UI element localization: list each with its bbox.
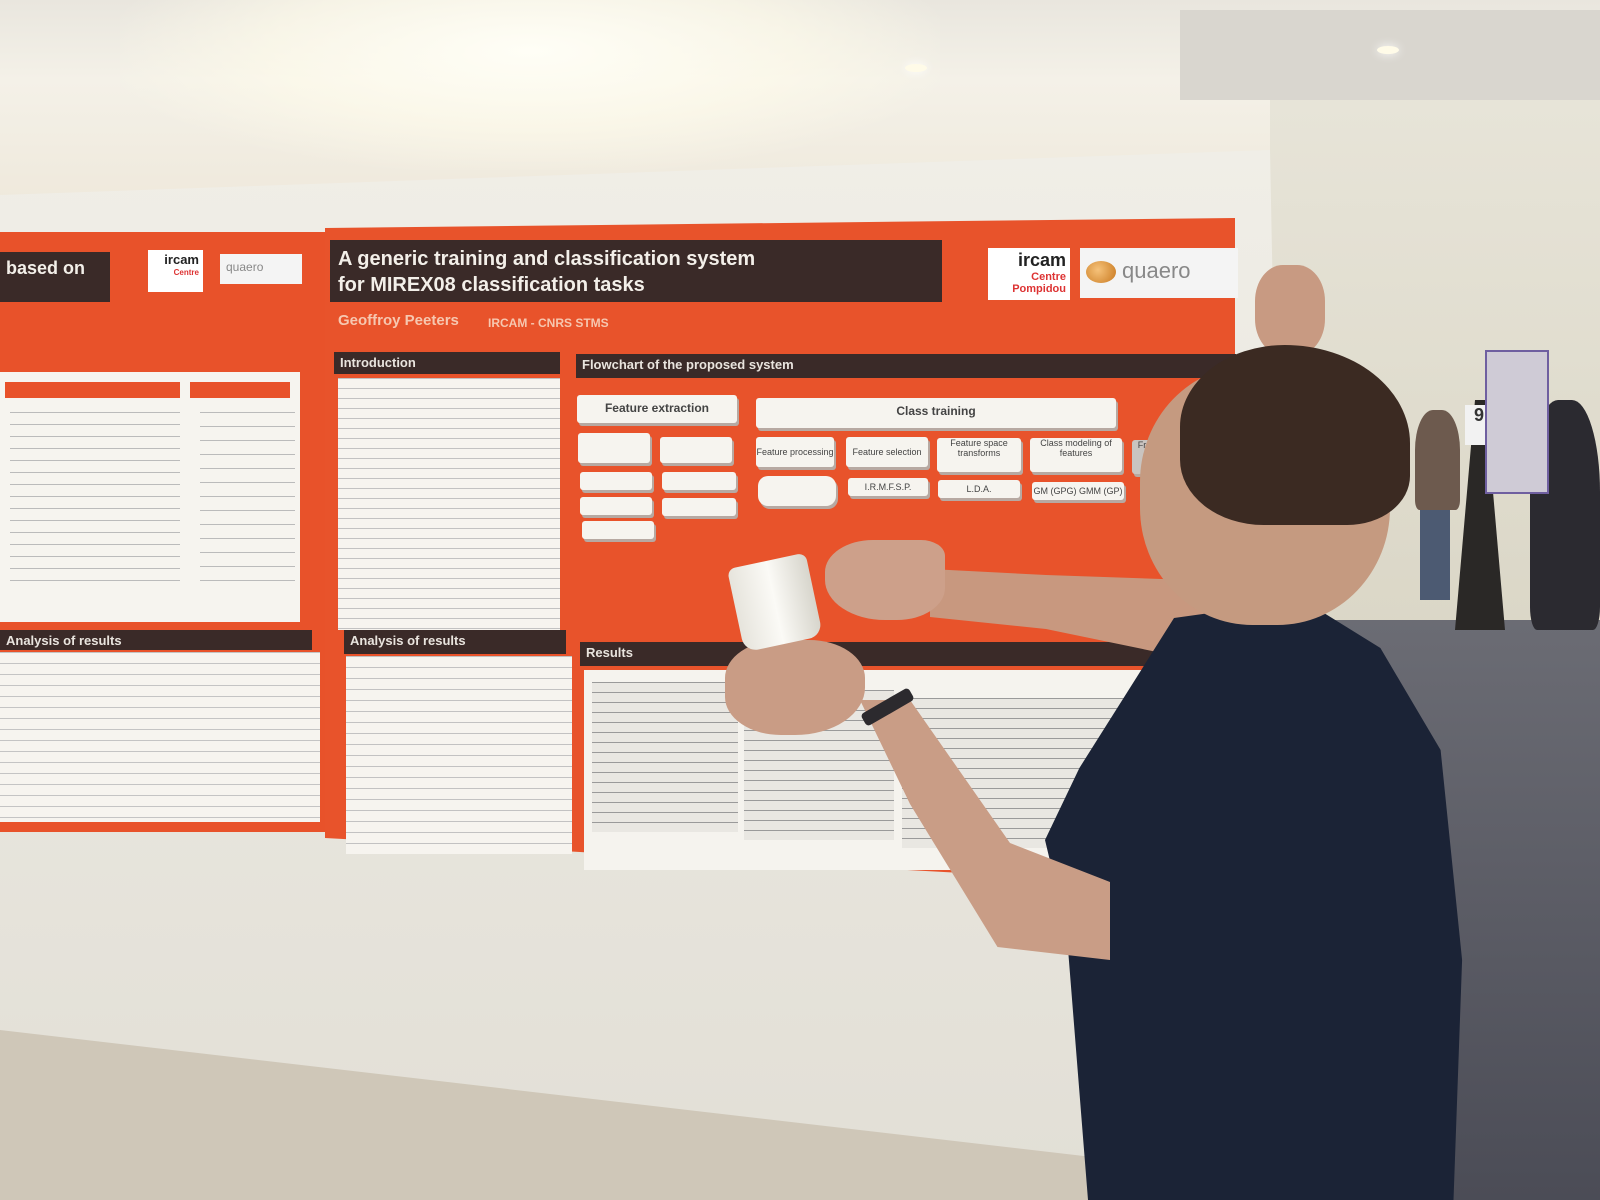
person-hand bbox=[825, 540, 945, 620]
poster-left-text bbox=[0, 652, 320, 822]
section-header-introduction: Introduction bbox=[334, 352, 560, 374]
flow-box bbox=[580, 472, 652, 490]
ircam-logo-subtext: Centre bbox=[173, 268, 199, 277]
ircam-logo-subtext: Pompidou bbox=[1012, 283, 1066, 295]
flow-box bbox=[662, 472, 736, 490]
flow-box bbox=[660, 437, 732, 463]
flow-box-feature-space: Feature space transforms bbox=[937, 438, 1021, 472]
ircam-logo-text: ircam bbox=[1017, 250, 1066, 270]
poster-left-title: based on bbox=[0, 252, 110, 302]
quaero-logo-text: quaero bbox=[1122, 258, 1191, 283]
poster-author: Geoffroy Peeters bbox=[338, 312, 459, 329]
ircam-logo-text: ircam bbox=[164, 252, 199, 267]
panel-text bbox=[10, 412, 180, 592]
section-header-results: Results bbox=[580, 642, 1220, 666]
paper-cup bbox=[727, 552, 823, 653]
ceiling-light bbox=[1377, 46, 1399, 54]
poster-left-panel bbox=[0, 372, 300, 622]
panel-header bbox=[190, 382, 290, 398]
poster-affiliation: IRCAM - CNRS STMS bbox=[488, 316, 609, 330]
person-legs bbox=[1420, 510, 1450, 600]
analysis-text bbox=[346, 656, 572, 854]
quaero-logo: quaero bbox=[1080, 248, 1238, 298]
person-hand bbox=[725, 640, 865, 735]
poster-left: Analysis of results bbox=[0, 232, 328, 832]
ceiling-light-glow bbox=[120, 0, 940, 170]
section-header-analysis: Analysis of results bbox=[344, 630, 566, 654]
flow-box bbox=[662, 498, 736, 516]
flow-box-feature-processing: Feature processing bbox=[756, 437, 834, 467]
flow-box-class-training: Class training bbox=[756, 398, 1116, 428]
ceiling-soffit bbox=[1180, 10, 1600, 100]
section-header: Analysis of results bbox=[0, 630, 312, 650]
flow-box bbox=[580, 497, 652, 515]
quaero-logo-text: quaero bbox=[226, 260, 264, 274]
flow-box-class-modeling: Class modeling of features bbox=[1030, 438, 1122, 472]
flow-box-gm: GM (GPG) GMM (GP) bbox=[1032, 482, 1124, 500]
ircam-logo: ircam Centre Pompidou bbox=[988, 248, 1070, 300]
person-figure bbox=[1415, 410, 1460, 510]
panel-text bbox=[200, 412, 295, 592]
section-header-flowchart: Flowchart of the proposed system bbox=[576, 354, 1236, 378]
background-people: 9 bbox=[1405, 350, 1600, 640]
poster-title: A generic training and classification sy… bbox=[330, 240, 942, 302]
flow-box bbox=[578, 433, 650, 463]
flow-box bbox=[758, 476, 836, 506]
ircam-logo-subtext: Centre bbox=[1031, 271, 1066, 283]
flow-box-irmfsp: I.R.M.F.S.P. bbox=[848, 478, 928, 496]
results-table-block bbox=[592, 682, 738, 832]
flow-box-feature-extraction: Feature extraction bbox=[577, 395, 737, 423]
quaero-logo-icon bbox=[1086, 261, 1116, 284]
booth-number: 9 bbox=[1473, 405, 1484, 425]
flow-box-lda: L.D.A. bbox=[938, 480, 1020, 498]
quaero-logo: quaero bbox=[220, 254, 302, 284]
poster-title-line-1: A generic training and classification sy… bbox=[338, 248, 756, 270]
ircam-logo: ircam Centre bbox=[148, 250, 203, 292]
introduction-text bbox=[338, 378, 560, 630]
flow-box bbox=[582, 521, 654, 539]
flow-box-feature-selection: Feature selection bbox=[846, 437, 928, 467]
person-hair bbox=[1180, 345, 1410, 525]
panel-header bbox=[5, 382, 180, 398]
background-poster bbox=[1485, 350, 1549, 494]
hand-holding-board bbox=[1255, 265, 1325, 355]
poster-title-line-2: for MIREX08 classification tasks bbox=[338, 274, 645, 296]
ceiling-light bbox=[905, 64, 927, 72]
